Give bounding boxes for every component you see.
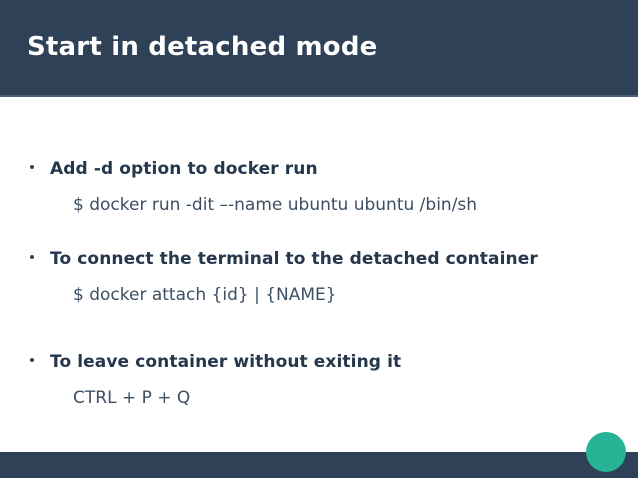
slide-body: Add -d option to docker run $ docker run… xyxy=(0,99,638,452)
slide-header: Start in detached mode xyxy=(0,0,638,97)
command-text: $ docker attach {id} | {NAME} xyxy=(73,285,337,305)
command-row: $ docker run -dit –-name ubuntu ubuntu /… xyxy=(0,195,638,219)
bullet-label: To connect the terminal to the detached … xyxy=(50,249,538,269)
bullet-label: To leave container without exiting it xyxy=(50,352,402,372)
command-row: CTRL + P + Q xyxy=(0,388,638,412)
command-text: CTRL + P + Q xyxy=(73,388,191,408)
command-text: $ docker run -dit –-name ubuntu ubuntu /… xyxy=(73,195,478,215)
page-title: Start in detached mode xyxy=(27,32,378,62)
command-row: $ docker attach {id} | {NAME} xyxy=(0,285,638,309)
bullet-group: To leave container without exiting it CT… xyxy=(0,352,638,412)
bullet-label: Add -d option to docker run xyxy=(50,159,318,179)
bullet-dot-icon xyxy=(30,255,34,259)
bullet-group: Add -d option to docker run $ docker run… xyxy=(0,159,638,219)
bullet-dot-icon xyxy=(30,358,34,362)
bullet-dot-icon xyxy=(30,165,34,169)
list-item: To leave container without exiting it xyxy=(0,352,638,376)
decorative-circle xyxy=(586,432,626,472)
bullet-group: To connect the terminal to the detached … xyxy=(0,249,638,309)
list-item: Add -d option to docker run xyxy=(0,159,638,183)
slide-footer-bar xyxy=(0,452,638,478)
list-item: To connect the terminal to the detached … xyxy=(0,249,638,273)
